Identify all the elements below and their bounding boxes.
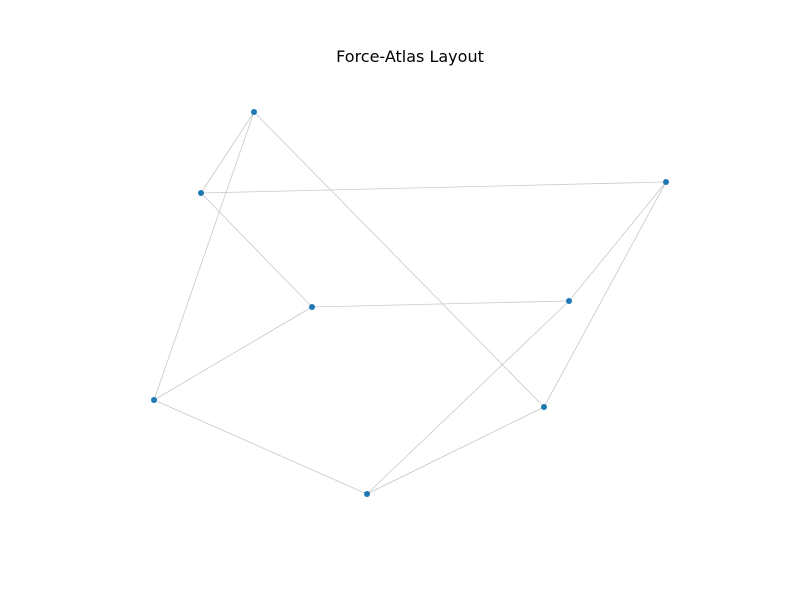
graph-node xyxy=(566,298,572,304)
edge-c-g xyxy=(543,181,667,408)
graph-node xyxy=(663,179,669,185)
graph-node xyxy=(251,109,257,115)
nodes xyxy=(151,109,669,497)
edge-c-f xyxy=(568,181,667,302)
edges xyxy=(153,111,667,495)
graph-node xyxy=(151,397,157,403)
edge-d-f xyxy=(311,300,570,308)
edge-b-d xyxy=(200,192,313,308)
graph-node xyxy=(541,404,547,410)
edge-a-b xyxy=(200,111,255,194)
edge-b-c xyxy=(200,181,667,194)
edge-d-e xyxy=(153,306,313,401)
edge-g-h xyxy=(366,406,545,495)
edge-a-e xyxy=(153,111,255,401)
edge-f-h xyxy=(366,300,570,495)
chart-title: Force-Atlas Layout xyxy=(336,47,484,66)
graph-node xyxy=(364,491,370,497)
graph-node xyxy=(198,190,204,196)
edge-a-g xyxy=(253,111,545,408)
edge-e-h xyxy=(153,399,368,495)
graph-node xyxy=(309,304,315,310)
